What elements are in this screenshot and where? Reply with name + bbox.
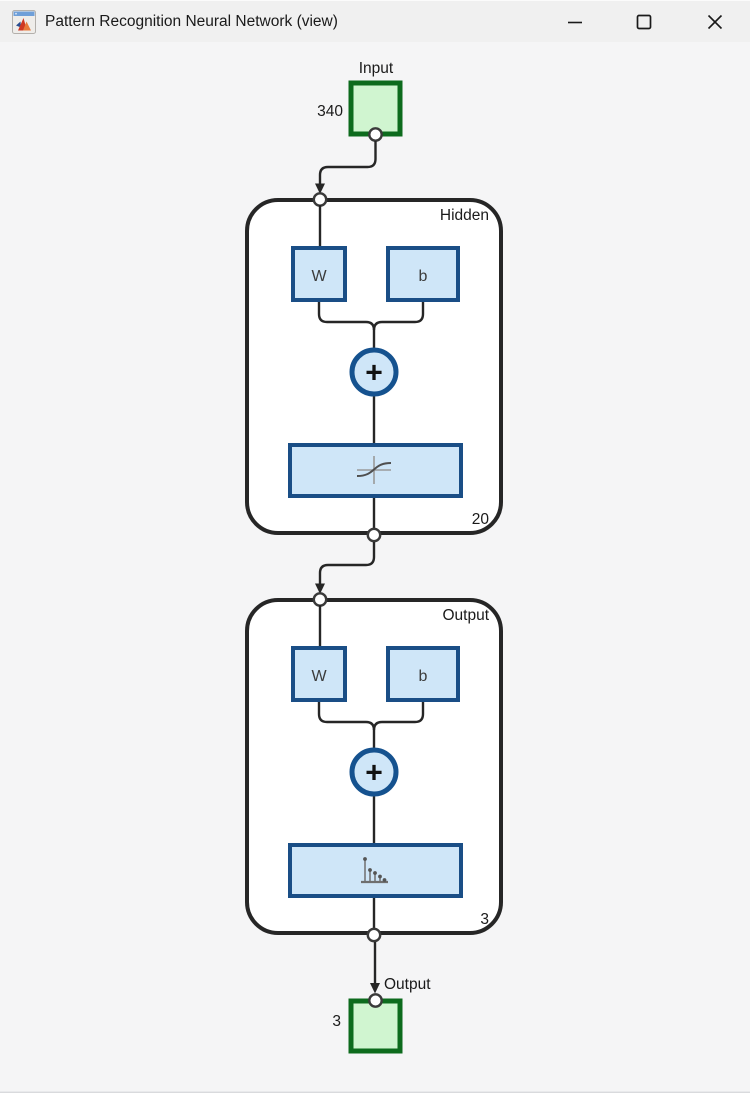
line-bias-to-sum-output bbox=[372, 702, 425, 731]
hidden-sum-node bbox=[349, 347, 399, 397]
hidden-weight-label: W bbox=[311, 268, 327, 285]
output-block-label: Output bbox=[384, 976, 431, 993]
minimize-icon bbox=[568, 21, 582, 24]
line-bias-to-sum-hidden bbox=[372, 302, 425, 331]
maximize-icon bbox=[636, 14, 652, 30]
output-block bbox=[348, 998, 403, 1054]
hidden-layer-input-port bbox=[312, 192, 328, 207]
arrowhead-hidden-to-output bbox=[315, 583, 325, 594]
arrowhead-input-to-hidden bbox=[315, 183, 325, 194]
softmax-icon bbox=[361, 857, 388, 884]
hidden-bias-block bbox=[386, 246, 460, 302]
input-block bbox=[348, 80, 403, 137]
output-layer-output-port bbox=[366, 927, 382, 943]
output-neuron-count: 3 bbox=[480, 911, 489, 928]
connector-input-to-hidden bbox=[318, 141, 377, 185]
hidden-sum-symbol: + bbox=[365, 357, 383, 390]
minimize-button[interactable] bbox=[556, 1, 594, 43]
hidden-layer-title: Hidden bbox=[440, 207, 489, 224]
input-output-port bbox=[368, 127, 383, 142]
tansig-icon bbox=[356, 456, 392, 484]
input-block-label: Input bbox=[359, 60, 394, 77]
output-transfer-block bbox=[288, 843, 463, 898]
hidden-neuron-count: 20 bbox=[472, 511, 490, 528]
maximize-button[interactable] bbox=[625, 1, 663, 43]
hidden-bias-label: b bbox=[419, 268, 428, 285]
output-sum-node bbox=[349, 747, 399, 797]
hidden-layer-output-port bbox=[366, 527, 382, 543]
title-bar[interactable]: Pattern Recognition Neural Network (view… bbox=[0, 0, 750, 42]
output-weight-block bbox=[291, 646, 347, 702]
arrowhead-output-to-block bbox=[370, 983, 380, 994]
matlab-app-icon bbox=[12, 9, 36, 34]
output-layer-title: Output bbox=[442, 607, 489, 624]
output-bias-label: b bbox=[419, 668, 428, 685]
output-weight-label: W bbox=[311, 668, 327, 685]
connector-hidden-to-output bbox=[318, 542, 376, 585]
output-layer-input-port bbox=[312, 592, 328, 607]
input-dimension-label: 340 bbox=[317, 103, 343, 120]
output-bias-block bbox=[386, 646, 460, 702]
close-button[interactable] bbox=[696, 1, 734, 43]
output-dimension-label: 3 bbox=[332, 1013, 341, 1030]
output-block-input-port bbox=[368, 993, 383, 1008]
hidden-weight-block bbox=[291, 246, 347, 302]
output-sum-symbol: + bbox=[365, 757, 383, 790]
close-icon bbox=[707, 14, 723, 30]
window-title: Pattern Recognition Neural Network (view… bbox=[45, 12, 338, 30]
